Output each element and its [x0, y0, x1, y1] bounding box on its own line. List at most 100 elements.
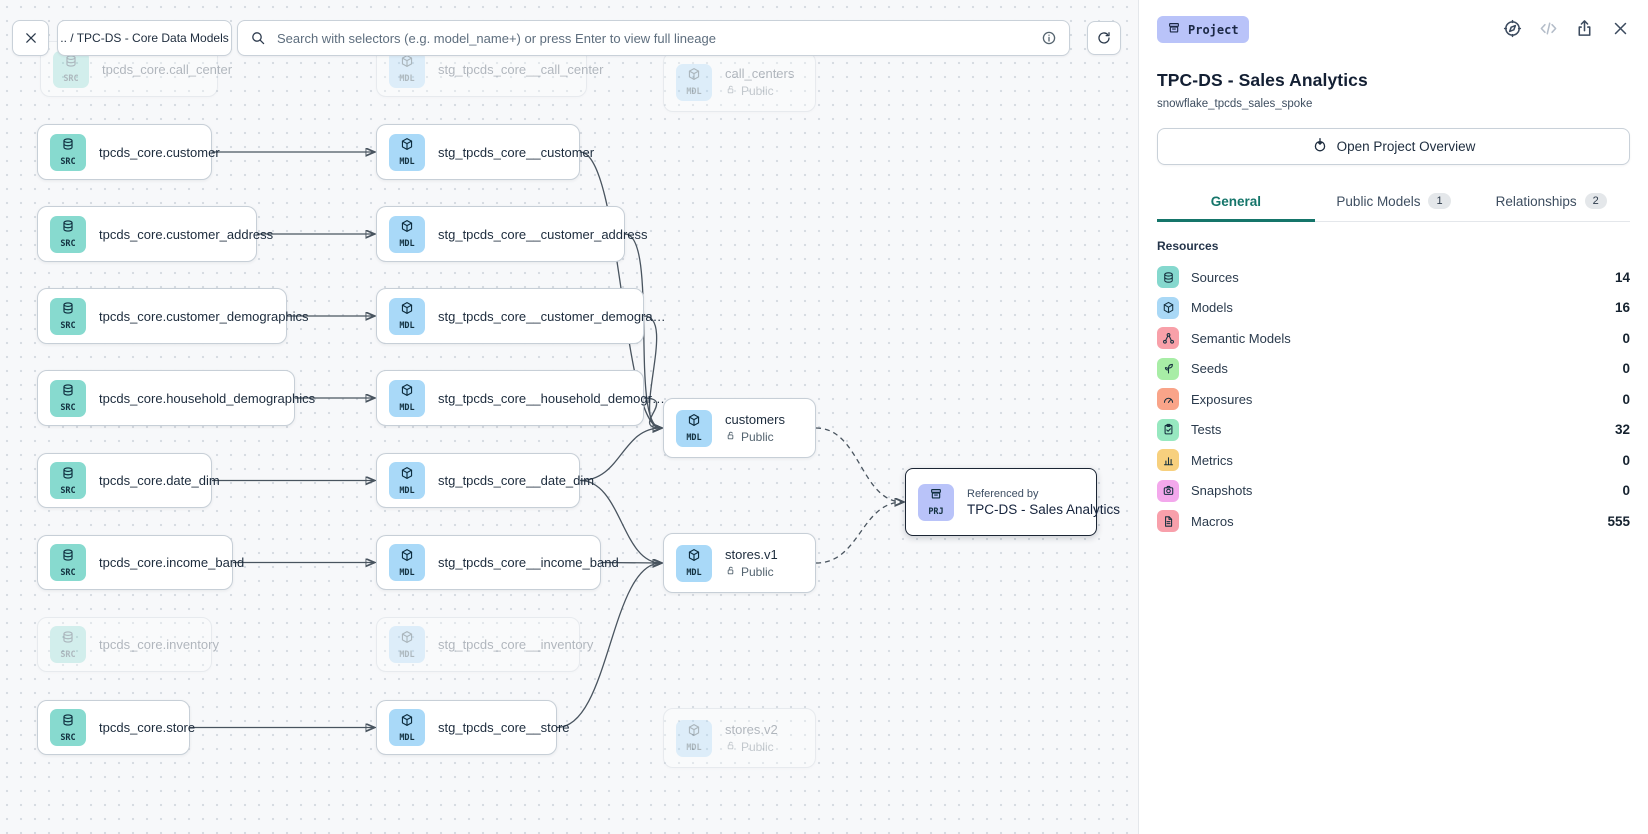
- node-mdl-date-dim[interactable]: MDL stg_tpcds_core__date_dim: [376, 453, 595, 508]
- open-project-overview-button[interactable]: Open Project Overview: [1157, 128, 1630, 165]
- node-type-badge: MDL: [389, 462, 425, 499]
- breadcrumb-label: .. / TPC-DS - Core Data Models: [60, 31, 229, 45]
- database-icon: [61, 301, 75, 320]
- node-label: tpcds_core.income_band: [99, 555, 245, 570]
- seedling-icon: [1157, 357, 1179, 380]
- tab-general[interactable]: General: [1157, 186, 1315, 222]
- breadcrumb[interactable]: .. / TPC-DS - Core Data Models: [57, 20, 232, 56]
- compass-icon: [1503, 19, 1522, 41]
- node-type-badge: SRC: [50, 215, 86, 253]
- node-sublabel: Referenced by: [967, 487, 1039, 500]
- lineage-edges: [190, 0, 1138, 834]
- edge-mdl-store--pub-stores-v1: [556, 563, 661, 729]
- explore-compass-button[interactable]: [1503, 19, 1522, 41]
- camera-icon: [1157, 479, 1179, 502]
- database-icon: [61, 713, 75, 732]
- node-label: tpcds_core.household_demographics: [99, 390, 316, 406]
- resource-label: Sources: [1191, 269, 1239, 285]
- cube-icon: [400, 630, 414, 649]
- node-src-income-band[interactable]: SRC tpcds_core.income_band: [37, 535, 245, 590]
- node-label: stg_tpcds_core__date_dim: [438, 473, 595, 488]
- resource-count: 0: [1622, 330, 1630, 346]
- close-lineage-button[interactable]: [12, 20, 49, 56]
- database-icon: [61, 137, 75, 156]
- node-type-badge: SRC: [50, 544, 86, 581]
- node-src-store[interactable]: SRC tpcds_core.store: [37, 700, 196, 755]
- share-button[interactable]: [1575, 19, 1594, 41]
- resource-row-models[interactable]: Models 16: [1157, 293, 1630, 324]
- node-label: stg_tpcds_core__inventory: [438, 637, 594, 652]
- database-icon: [61, 219, 75, 238]
- search-input[interactable]: [275, 29, 1032, 47]
- info-icon[interactable]: [1041, 30, 1057, 46]
- node-label: stores.v1: [725, 547, 778, 562]
- resource-count: 555: [1607, 513, 1630, 529]
- resource-label: Seeds: [1191, 361, 1228, 377]
- node-type-badge: SRC: [50, 297, 86, 335]
- cube-icon: [400, 466, 414, 485]
- node-type-badge: MDL: [676, 409, 712, 447]
- node-type-badge: MDL: [389, 709, 425, 746]
- node-type-badge: MDL: [389, 50, 425, 88]
- unlock-icon: [725, 430, 736, 444]
- node-label: call_centers: [725, 66, 795, 81]
- resource-row-seeds[interactable]: Seeds 0: [1157, 354, 1630, 385]
- code-button[interactable]: [1539, 19, 1558, 41]
- project-subtitle: snowflake_tpcds_sales_spoke: [1157, 98, 1313, 110]
- cube-icon: [400, 301, 414, 320]
- unlock-icon: [725, 565, 736, 579]
- search-bar[interactable]: [237, 20, 1070, 56]
- resource-count: 0: [1622, 361, 1630, 377]
- details-panel: Project TPC-DS - Sales Analytics snowfla…: [1138, 0, 1648, 834]
- resource-label: Models: [1191, 300, 1233, 316]
- cube-icon: [400, 548, 414, 567]
- resource-type-badge: Project: [1157, 16, 1249, 43]
- resource-count: 0: [1622, 483, 1630, 499]
- cube-icon: [687, 413, 701, 432]
- tab-label: Relationships: [1495, 193, 1577, 209]
- node-label: stg_tpcds_core__call_center: [438, 61, 604, 77]
- refresh-button[interactable]: [1087, 21, 1121, 55]
- tab-count-badge: 1: [1428, 193, 1451, 209]
- node-type-badge: SRC: [50, 709, 86, 746]
- share-icon: [1575, 19, 1594, 41]
- cube-icon: [1157, 296, 1179, 319]
- refresh-icon: [1096, 30, 1112, 46]
- close-panel-button[interactable]: [1611, 19, 1630, 41]
- node-label: tpcds_core.store: [99, 720, 196, 735]
- node-label: stg_tpcds_core__household_demogr…: [438, 390, 665, 406]
- node-visibility: Public: [725, 430, 785, 444]
- resource-count: 16: [1614, 300, 1630, 316]
- node-label: TPC-DS - Sales Analytics: [967, 501, 1121, 517]
- node-label: stg_tpcds_core__customer: [438, 144, 595, 160]
- edge-mdl-customer-demographics--pub-customers: [643, 315, 661, 428]
